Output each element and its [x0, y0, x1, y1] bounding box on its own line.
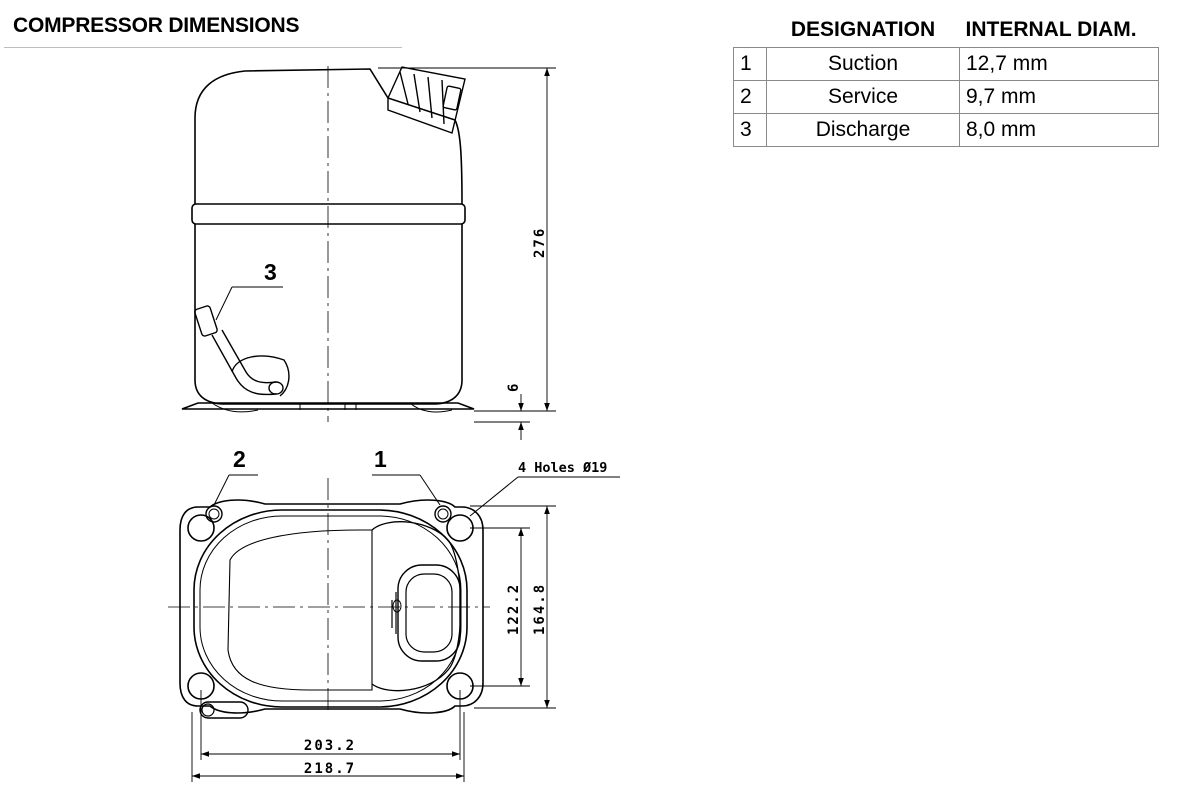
side-dimensions [378, 67, 556, 440]
header-designation: DESIGNATION [790, 17, 936, 41]
holes-note: 4 Holes Ø19 [518, 460, 607, 476]
table-row: 1 Suction 12,7 mm [733, 47, 1159, 81]
row-diameter: 12,7 mm [959, 47, 1159, 81]
row-designation: Suction [766, 47, 960, 81]
shell-outer [193, 509, 468, 708]
mounting-plate [179, 499, 484, 714]
dim-height-label: 276 [532, 227, 548, 258]
callout-2-label: 2 [233, 446, 246, 472]
discharge-tube [194, 305, 290, 397]
dim-hole-spacing-y: 122.2 [506, 583, 522, 635]
top-callout-leaders [213, 474, 620, 517]
top-view [168, 478, 490, 719]
mount-hole-tr [446, 514, 474, 542]
inner-dome [227, 529, 373, 691]
row-diameter: 8,0 mm [959, 113, 1159, 147]
row-designation: Discharge [766, 113, 960, 147]
row-designation: Service [766, 80, 960, 114]
callout-3-label: 3 [264, 259, 277, 285]
terminal-box [387, 66, 466, 134]
mount-hole-tl [187, 514, 215, 542]
discharge-stub [199, 701, 249, 719]
table-header-row: DESIGNATION INTERNAL DIAM. [734, 12, 1159, 48]
dim-base-label: 6 [506, 382, 522, 392]
compressor-band [191, 203, 466, 225]
suction-tube [434, 505, 452, 523]
dim-overall-x: 218.7 [304, 761, 356, 777]
header-internal-diam: INTERNAL DIAM. [965, 17, 1137, 41]
callout-1-label: 1 [374, 446, 387, 472]
compressor-body [194, 224, 463, 405]
table-row: 3 Discharge 8,0 mm [733, 113, 1159, 147]
service-tube [205, 505, 223, 523]
callout-3-leader [215, 286, 283, 321]
terminal-cover [397, 564, 461, 662]
title-divider [4, 47, 402, 48]
side-view [181, 66, 475, 422]
compressor-dome [194, 68, 463, 205]
page-title: COMPRESSOR DIMENSIONS [13, 14, 300, 37]
top-dimensions [191, 505, 556, 782]
connection-table: DESIGNATION INTERNAL DIAM. 1 Suction 12,… [733, 12, 1159, 147]
dim-hole-spacing-x: 203.2 [304, 738, 356, 754]
base-plate [181, 402, 475, 410]
dim-overall-y: 164.8 [532, 583, 548, 635]
